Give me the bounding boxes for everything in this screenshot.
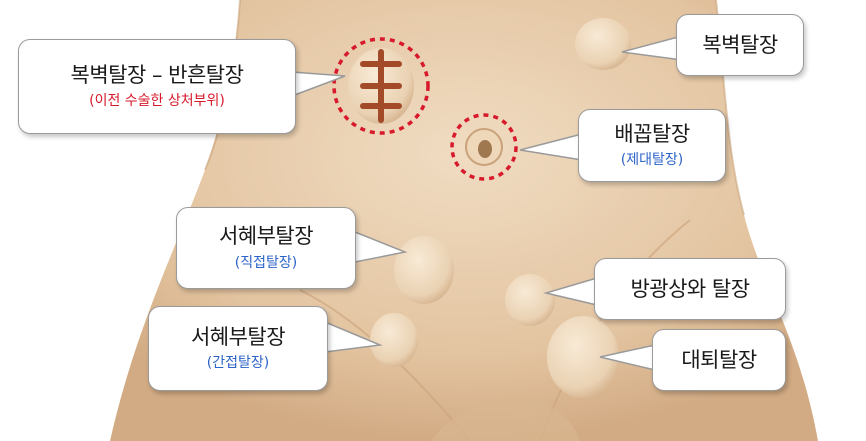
groin-shadow	[430, 396, 580, 441]
callout-incisional-hernia: 복벽탈장 – 반흔탈장 (이전 수술한 상처부위)	[18, 39, 296, 134]
umbilical-hernia-label: 배꼽탈장	[614, 121, 690, 146]
direct-inguinal-hernia-bulge	[394, 236, 454, 304]
incisional-hernia-marker	[332, 37, 430, 135]
callout-indirect-inguinal-hernia: 서혜부탈장 (간접탈장)	[148, 306, 328, 391]
callout-femoral-hernia: 대퇴탈장	[652, 329, 786, 391]
femoral-hernia-label: 대퇴탈장	[681, 347, 757, 372]
bladder-hernia-bulge	[505, 274, 555, 326]
indirect-inguinal-hernia-bulge	[370, 313, 418, 367]
ventral-hernia-label: 복벽탈장	[702, 32, 778, 57]
surgical-scar	[360, 49, 402, 123]
direct-inguinal-hernia-sublabel: (직접탈장)	[234, 254, 298, 271]
callout-direct-inguinal-hernia: 서혜부탈장 (직접탈장)	[176, 207, 356, 289]
callout-tails	[291, 35, 683, 371]
incisional-hernia-sublabel: (이전 수술한 상처부위)	[89, 93, 225, 110]
callout-ventral-hernia: 복벽탈장	[676, 14, 804, 76]
bladder-hernia-label: 방광상와 탈장	[630, 276, 750, 301]
femoral-hernia-bulge	[547, 316, 619, 398]
direct-inguinal-hernia-label: 서혜부탈장	[218, 224, 314, 249]
ventral-hernia-bulge	[575, 18, 631, 70]
indirect-inguinal-hernia-label: 서혜부탈장	[190, 324, 286, 349]
umbilical-hernia-marker	[450, 113, 518, 181]
umbilical-hernia-sublabel: (제대탈장)	[620, 152, 684, 169]
indirect-inguinal-hernia-sublabel: (간접탈장)	[206, 355, 270, 372]
callout-umbilical-hernia: 배꼽탈장 (제대탈장)	[578, 109, 726, 182]
navel-center	[478, 140, 492, 158]
incisional-hernia-label: 복벽탈장 – 반흔탈장	[70, 62, 244, 87]
callout-bladder-hernia: 방광상와 탈장	[594, 258, 786, 320]
